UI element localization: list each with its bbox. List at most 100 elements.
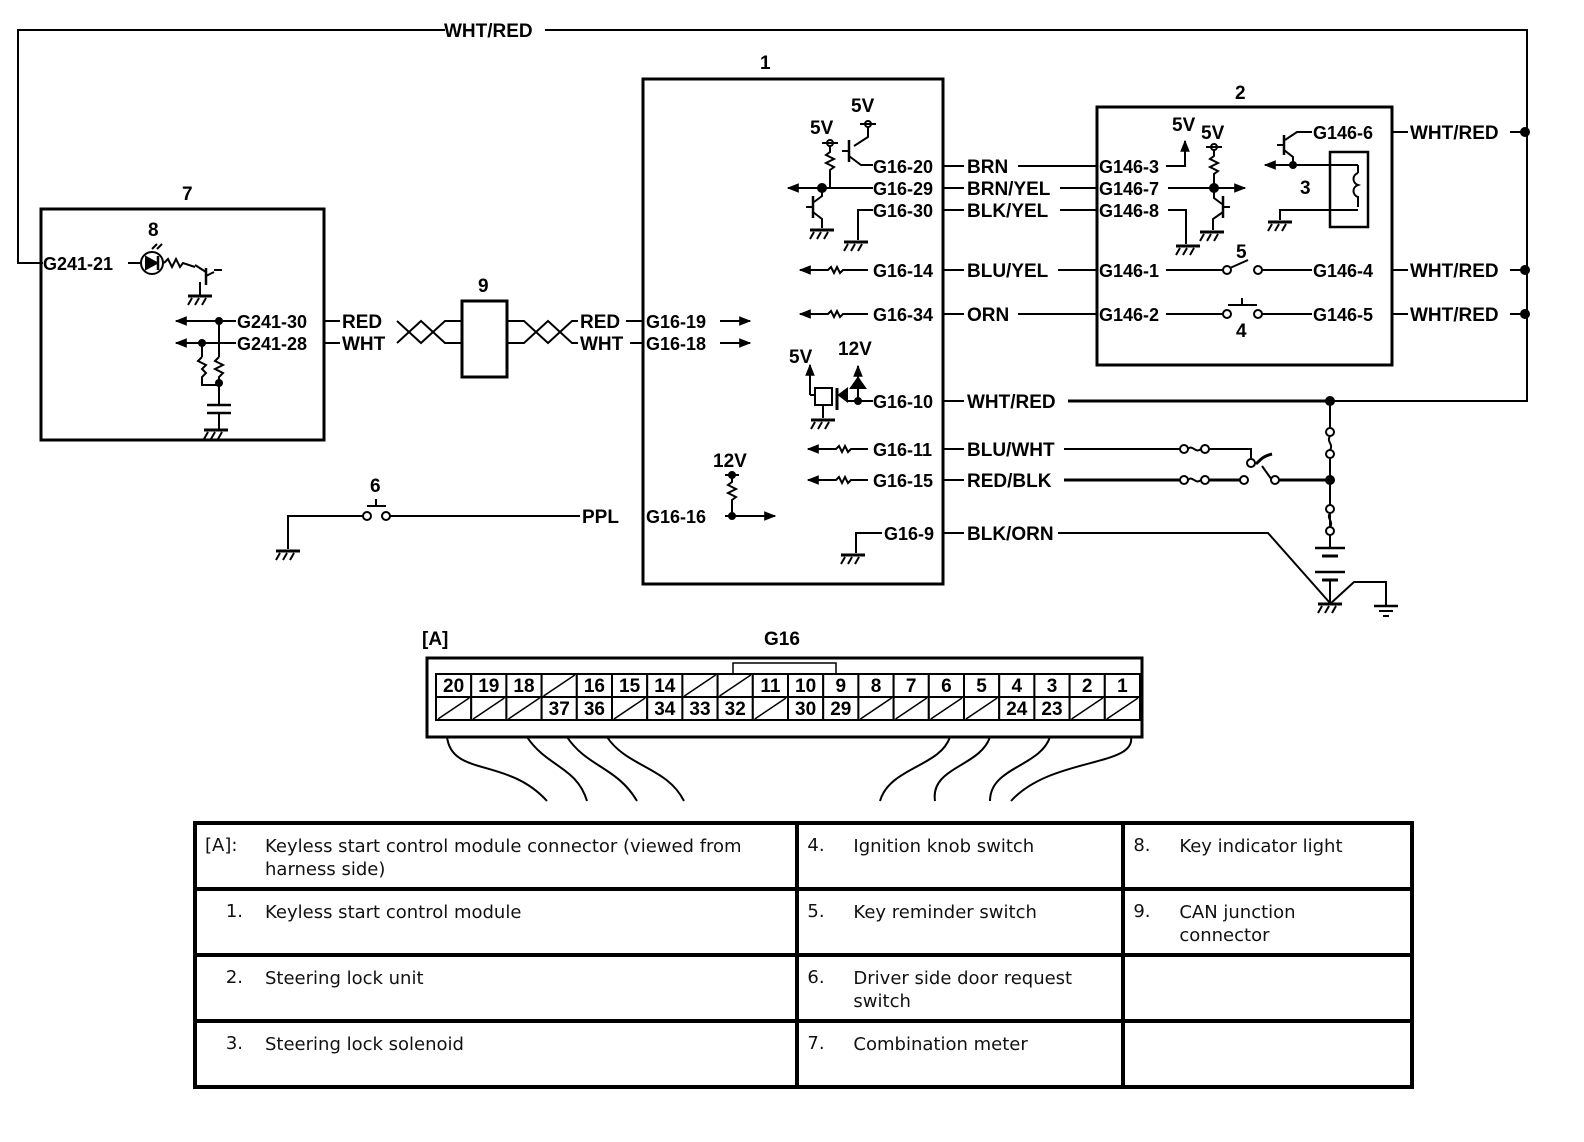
connector-pin-number: 4	[1012, 676, 1023, 697]
wire-wht-right: WHT	[580, 334, 624, 355]
connector-cell: 14	[646, 673, 684, 698]
unused-pin-slash	[1071, 697, 1104, 720]
unused-pin-slash	[859, 697, 893, 720]
connector-pin-number: 9	[836, 676, 847, 697]
component-8-num: 8	[148, 220, 159, 241]
wire-ppl: PPL	[582, 507, 619, 528]
connector-cell	[963, 696, 1001, 721]
module-resistor-inputs	[798, 264, 868, 486]
connector-cell: 2	[1068, 673, 1106, 698]
wire-wht-red-g146-6: WHT/RED	[1410, 123, 1499, 144]
door-request-switch-icon	[274, 499, 580, 562]
connector-cell	[505, 696, 543, 721]
wire-blu-wht: BLU/WHT	[967, 440, 1055, 461]
can-twisted-pair	[324, 299, 643, 379]
module-door-switch-circuit	[725, 471, 777, 521]
connector-cell	[892, 696, 930, 721]
legend-text: Driver side door request switch	[853, 968, 1073, 1012]
wire-orn: ORN	[967, 305, 1009, 326]
meter-pin-28: G241-28	[237, 334, 307, 354]
meter-pin-21: G241-21	[43, 254, 113, 274]
connector-cell: 11	[751, 673, 789, 698]
connector-cell: 37	[540, 696, 578, 721]
unused-pin-slash	[895, 697, 928, 720]
lock-unit-circuit	[1166, 131, 1370, 319]
unused-pin-slash	[543, 674, 576, 697]
module-to-lock-wires	[943, 165, 1330, 534]
connector-pin-number: 11	[760, 676, 781, 697]
connector-pin-number: 30	[795, 699, 816, 720]
connector-cell	[681, 673, 719, 698]
legend-key: 8.	[1133, 835, 1151, 856]
legend-cell: 5.Key reminder switch	[795, 887, 1126, 957]
wire-wht-left: WHT	[342, 334, 386, 355]
connector-cell: 4	[998, 673, 1036, 698]
steering-lock-unit-box	[1095, 105, 1394, 367]
legend-key: 2.	[225, 967, 243, 988]
connector-pin-number: 29	[830, 699, 851, 720]
legend-text: Key reminder switch	[853, 902, 1037, 923]
legend-text: Keyless start control module	[265, 902, 522, 923]
legend-cell: 2. Steering lock unit	[192, 953, 800, 1023]
wiring-diagram: 2019181615141110987654321373634333230292…	[17, 21, 1530, 802]
connector-pin-number: 14	[654, 676, 676, 697]
legend-cell: 6. Driver side door request switch	[795, 953, 1126, 1023]
connector-pin-number: 1	[1117, 676, 1128, 697]
connector-pin-number: 5	[976, 676, 987, 697]
module-pin-g16-9: G16-9	[884, 524, 934, 544]
legend-key: 6.	[807, 967, 825, 988]
voltage-5v-c: 5V	[789, 347, 813, 368]
component-2-num: 2	[1235, 83, 1246, 104]
legend-text: Combination meter	[853, 1034, 1028, 1055]
power-supply-circuit	[1058, 396, 1398, 617]
top-wire-label: WHT/RED	[444, 21, 533, 42]
wire-wht-red-g146-5: WHT/RED	[1410, 305, 1499, 326]
legend-cell: 4.Ignition knob switch	[795, 821, 1126, 891]
module-pin-g16-30: G16-30	[873, 201, 933, 221]
wire-brn-yel: BRN/YEL	[967, 179, 1051, 200]
connector-cell: 19	[470, 673, 508, 698]
module-ground	[855, 532, 882, 553]
connector-cell: 30	[787, 696, 825, 721]
connector-cell	[716, 673, 754, 698]
legend-text: Steering lock unit	[265, 968, 424, 989]
module-pin-g16-19: G16-19	[646, 312, 706, 332]
lock-pin-8: G146-8	[1099, 201, 1159, 221]
connector-pin-number: 37	[549, 699, 570, 720]
legend-key: 7.	[807, 1033, 825, 1054]
unused-pin-slash	[613, 697, 646, 720]
module-pin-g16-14: G16-14	[873, 261, 933, 281]
connector-cell: 33	[681, 696, 719, 721]
connector-cell	[857, 696, 895, 721]
voltage-12v-a: 12V	[838, 339, 872, 360]
lock-pin-3: G146-3	[1099, 157, 1159, 177]
connector-pin-number: 16	[584, 676, 605, 697]
unused-pin-slash	[437, 697, 470, 720]
voltage-5v-d: 5V	[1172, 115, 1196, 136]
unused-pin-slash	[754, 697, 787, 720]
legend-cell	[1121, 953, 1414, 1023]
module-ignition-circuit	[805, 363, 873, 431]
legend-text: Steering lock solenoid	[265, 1034, 464, 1055]
connector-cell: 34	[646, 696, 684, 721]
connector-cell: 10	[787, 673, 825, 698]
unused-pin-slash	[719, 674, 752, 697]
module-pin-g16-15: G16-15	[873, 471, 933, 491]
unused-pin-slash	[683, 674, 717, 697]
lock-pin-5: G146-5	[1313, 305, 1373, 325]
keyless-module-box	[641, 77, 945, 586]
connector-cell	[611, 696, 649, 721]
legend-cell	[1121, 1019, 1414, 1089]
component-9-num: 9	[478, 276, 489, 297]
legend-row: [A]:Keyless start control module connect…	[192, 821, 1414, 891]
connector-cell	[927, 696, 965, 721]
legend-cell: 9.CAN junction connector	[1121, 887, 1414, 957]
connector-cell	[1068, 696, 1106, 721]
legend-cell: 8.Key indicator light	[1121, 821, 1414, 891]
legend-key: [A]:	[205, 835, 238, 856]
unused-pin-slash	[1106, 697, 1139, 720]
connector-cell	[435, 696, 473, 721]
legend-text: Ignition knob switch	[853, 836, 1035, 857]
legend-key: 9.	[1133, 901, 1151, 922]
